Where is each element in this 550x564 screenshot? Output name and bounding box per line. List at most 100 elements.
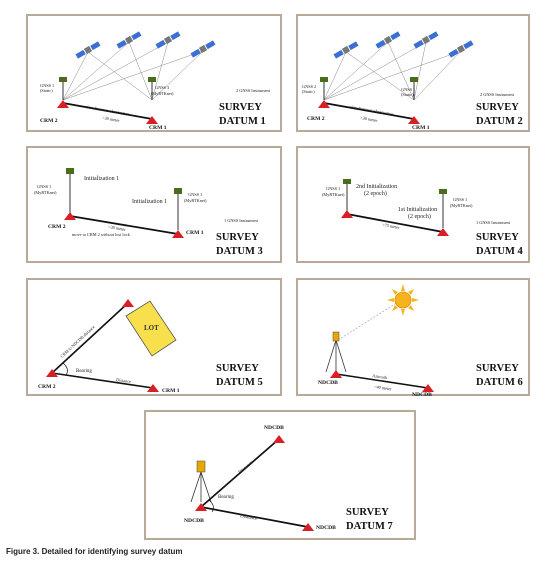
- right-receiver-line-1: GNSS 3: [155, 85, 169, 90]
- datum-4-diagram: GNSS 1 (MyRTKnet) 2nd Initialization (2 …: [322, 179, 524, 257]
- baseline-label: simultaneous observation: [86, 104, 131, 117]
- satellite-icon: [333, 41, 359, 59]
- gnss-receiver-icon: [66, 168, 74, 214]
- gnss-receiver-icon: [148, 77, 156, 100]
- initialization-left: 2nd Initialization: [356, 184, 397, 190]
- move-note: move to CRM 2 without lost lock: [72, 232, 131, 237]
- datum-label: DATUM 7: [346, 521, 393, 532]
- crm2-label: CRM 2: [38, 384, 56, 390]
- datum-label: DATUM 3: [216, 246, 263, 257]
- azimuth-line: [335, 373, 429, 389]
- figure-caption: Figure 3. Detailed for identifying surve…: [6, 547, 183, 556]
- lot-label: LOT: [144, 324, 159, 332]
- ndcdb-right-label: NDCDB: [316, 525, 336, 531]
- gnss-receiver-icon: [410, 77, 418, 100]
- panel-survey-datum-6: Azimuth <40 meter NDCDB NDCDB SURVEY DAT…: [296, 278, 530, 398]
- crm2-marker: [57, 100, 69, 108]
- azimuth-label: Azimuth: [372, 373, 388, 380]
- satellite-icon: [75, 41, 101, 59]
- distance-label: <40 meter: [374, 384, 393, 391]
- survey-label: SURVEY: [216, 363, 259, 374]
- crm1-label: CRM 1: [162, 388, 180, 394]
- panel-survey-datum-7: NDCDB Distance Bearing Distance NDCDB ND…: [144, 410, 416, 540]
- initialization-right: 1st Initialization: [398, 207, 437, 213]
- instrument-label: 1 GNSS Instrument: [224, 218, 259, 223]
- satellite-icon: [375, 31, 401, 49]
- ndcdb-left-marker: [330, 370, 342, 378]
- station-label: NDCDB: [184, 518, 204, 524]
- gnss-receiver-icon: [320, 77, 328, 100]
- survey-label: SURVEY: [476, 363, 519, 374]
- gnss-receiver-icon: [439, 189, 447, 228]
- datum-label: DATUM 4: [476, 246, 524, 257]
- panel-survey-datum-5: LOT CRM to NDCDB distance Bearing Distan…: [26, 278, 282, 396]
- initialization-left-epoch: (2 epoch): [364, 190, 387, 197]
- bearing-arc: [208, 499, 214, 513]
- ndcdb-right-marker: [302, 523, 314, 531]
- ndcdb-marker: [122, 299, 134, 307]
- distance-upper-line: [200, 438, 280, 508]
- total-station-icon: [325, 331, 347, 373]
- right-receiver-line-1: GNSS 1: [401, 87, 415, 92]
- distance-label: >30 meter: [108, 224, 127, 232]
- crm1-label: CRM 1: [412, 125, 430, 131]
- right-receiver-line-2: (Static): [401, 92, 414, 97]
- left-receiver-line-1: GNSS 1: [326, 186, 340, 191]
- initialization-right-epoch: (2 epoch): [408, 213, 431, 220]
- left-receiver-line-2: (MyRTKnet): [322, 192, 345, 197]
- crm-ndcdb-distance-label: CRM to NDCDB distance: [59, 324, 96, 359]
- datum-3-diagram: GNSS 1 (MyRTKnet) Initialization 1 Initi…: [34, 168, 263, 257]
- gnss-receiver-icon: [343, 179, 351, 212]
- initialization-right: Initialization 1: [132, 199, 167, 205]
- crm2-marker: [318, 100, 330, 108]
- ndcdb-top-marker: [273, 435, 285, 443]
- datum-label: DATUM 5: [216, 377, 263, 388]
- datum-1-diagram: GNSS 1 (Static) GNSS 3 (MyRTKnet) simult…: [40, 31, 271, 131]
- crm1-marker: [172, 230, 184, 238]
- gnss-receiver-icon: [59, 77, 67, 100]
- ndcdb-left-label: NDCDB: [318, 380, 338, 386]
- satellite-icon: [190, 40, 216, 58]
- lot-parcel: [125, 300, 177, 357]
- crm1-marker: [437, 228, 449, 236]
- datum-label: DATUM 6: [476, 377, 523, 388]
- distance-label: >30 meter: [102, 115, 121, 123]
- baseline: [62, 102, 153, 120]
- gnss-receiver-icon: [174, 188, 182, 230]
- baseline: [346, 213, 444, 233]
- left-receiver-line-1: GNSS 1: [37, 184, 51, 189]
- panel-survey-datum-3: GNSS 1 (MyRTKnet) Initialization 1 Initi…: [26, 146, 282, 263]
- datum-label: DATUM 2: [476, 116, 523, 127]
- sun-ray: [337, 301, 399, 341]
- satellite-icon: [413, 31, 439, 49]
- survey-label: SURVEY: [216, 232, 259, 243]
- signal-lines: [323, 41, 462, 101]
- survey-label: SURVEY: [476, 232, 519, 243]
- satellite-icon: [448, 40, 474, 58]
- left-receiver-line-2: (Static): [40, 88, 53, 93]
- baseline: [69, 215, 179, 235]
- baseline-label: simultaneous observation: [350, 104, 395, 117]
- initialization-left: Initialization 1: [84, 176, 119, 182]
- ndcdb-top-label: NDCDB: [264, 425, 284, 431]
- crm1-label: CRM 1: [186, 230, 204, 236]
- panel-survey-datum-1: GNSS 1 (Static) GNSS 3 (MyRTKnet) simult…: [26, 14, 282, 132]
- datum-2-diagram: GNSS 2 (Static) GNSS 1 (Static) simultan…: [302, 31, 523, 131]
- instrument-label: 2 GNSS Instrument: [480, 92, 515, 97]
- crm1-marker: [408, 116, 420, 124]
- crm2-label: CRM 2: [307, 116, 325, 122]
- satellite-icon: [155, 31, 181, 49]
- datum-6-diagram: Azimuth <40 meter NDCDB NDCDB SURVEY DAT…: [318, 284, 523, 398]
- left-receiver-line-2: (MyRTKnet): [34, 190, 57, 195]
- survey-label: SURVEY: [346, 507, 389, 518]
- survey-label: SURVEY: [476, 102, 519, 113]
- total-station-icon: [190, 460, 212, 503]
- bearing-arc: [62, 362, 68, 376]
- distance-line: [51, 372, 154, 389]
- distance-label: Distance: [116, 377, 132, 384]
- sun-icon: [387, 284, 419, 316]
- left-receiver-line-1: GNSS 2: [302, 84, 316, 89]
- right-receiver-line-2: (MyRTKnet): [450, 203, 473, 208]
- signal-lines: [62, 41, 204, 101]
